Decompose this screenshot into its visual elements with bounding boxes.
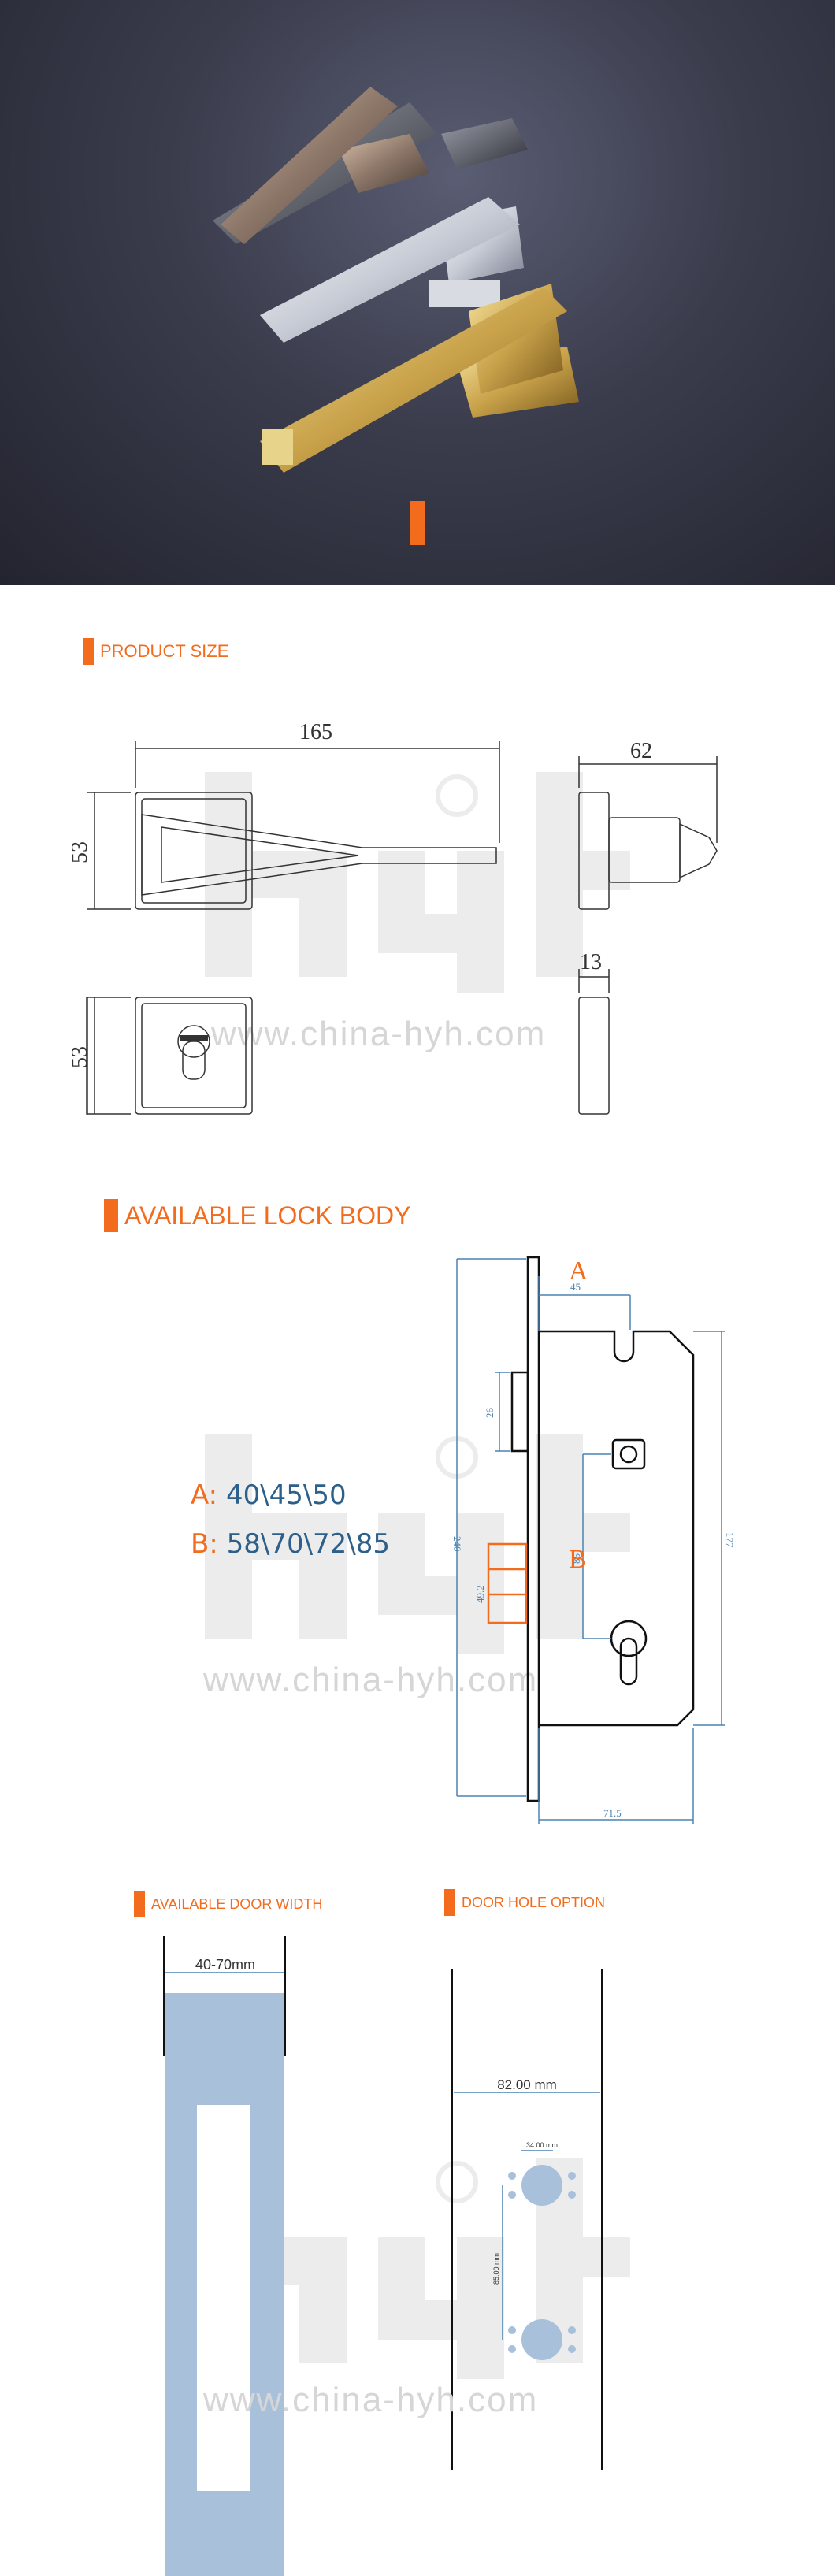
- dim-width-165: 165: [299, 720, 332, 744]
- heading-marker: [444, 1889, 455, 1916]
- dim-depth-62: 62: [630, 739, 652, 763]
- dim-71-5: 71.5: [603, 1807, 622, 1819]
- lock-body-drawing: 45 26 240 85 49.2 177 71.5 A B: [451, 1256, 736, 1824]
- dim-26: 26: [484, 1408, 495, 1419]
- option-b-key: B:: [191, 1528, 218, 1560]
- watermark-logo: [197, 756, 638, 993]
- option-b-values: 58\70\72\85: [226, 1528, 391, 1560]
- door-width-heading: AVAILABLE DOOR WIDTH: [134, 1891, 322, 1917]
- product-size-drawing: 165 62 13 53 53: [68, 720, 718, 1115]
- dim-177: 177: [724, 1532, 736, 1548]
- dim-85: 85: [570, 1553, 582, 1564]
- dim-45: 45: [570, 1281, 581, 1293]
- product-size-heading: PRODUCT SIZE: [83, 638, 228, 665]
- marker-b: B: [569, 1545, 587, 1574]
- option-b: B: 58\70\72\85: [191, 1528, 390, 1560]
- door-width-label: AVAILABLE DOOR WIDTH: [151, 1895, 323, 1912]
- product-size-label: PRODUCT SIZE: [100, 641, 229, 661]
- dim-240: 240: [451, 1536, 463, 1552]
- door-width-drawing: 40-70mm: [163, 1936, 286, 2576]
- lock-body-label: AVAILABLE LOCK BODY: [124, 1201, 411, 1230]
- heading-marker: [104, 1199, 118, 1232]
- door-hole-drawing: 82.00 mm 34.00 mm 85.00 mm: [451, 1969, 603, 2470]
- option-a-values: 40\45\50: [225, 1479, 347, 1511]
- lock-body-heading: AVAILABLE LOCK BODY: [104, 1199, 410, 1232]
- dim-49-2: 49.2: [474, 1585, 486, 1603]
- door-hole-label: DOOR HOLE OPTION: [462, 1894, 606, 1910]
- watermark-url: www.china-hyh.com: [211, 1015, 547, 1053]
- door-handles-illustration: [213, 87, 579, 473]
- option-a-key: A:: [191, 1479, 218, 1511]
- hero-product-photo: [0, 0, 835, 585]
- door-width-range: 40-70mm: [195, 1957, 255, 1973]
- watermark-url: www.china-hyh.com: [203, 2381, 539, 2419]
- door-hole-heading: DOOR HOLE OPTION: [444, 1889, 605, 1916]
- door-hole-spacing: 85.00 mm: [492, 2253, 500, 2285]
- heading-marker: [83, 638, 94, 665]
- dim-height-53-top: 53: [68, 841, 92, 863]
- door-hole-width: 82.00 mm: [497, 2077, 557, 2092]
- option-a: A: 40\45\50: [191, 1479, 390, 1511]
- watermark-url: www.china-hyh.com: [203, 1661, 539, 1699]
- door-hole-diameter: 34.00 mm: [526, 2141, 558, 2149]
- dim-height-53-bottom: 53: [68, 1046, 92, 1068]
- hero-accent-marker: [410, 501, 425, 545]
- heading-marker: [134, 1891, 145, 1917]
- lock-body-options: A: 40\45\50 B: 58\70\72\85: [191, 1479, 390, 1560]
- marker-a: A: [569, 1256, 588, 1286]
- watermark-logo: [197, 1418, 638, 1654]
- dim-thickness-13: 13: [580, 950, 602, 974]
